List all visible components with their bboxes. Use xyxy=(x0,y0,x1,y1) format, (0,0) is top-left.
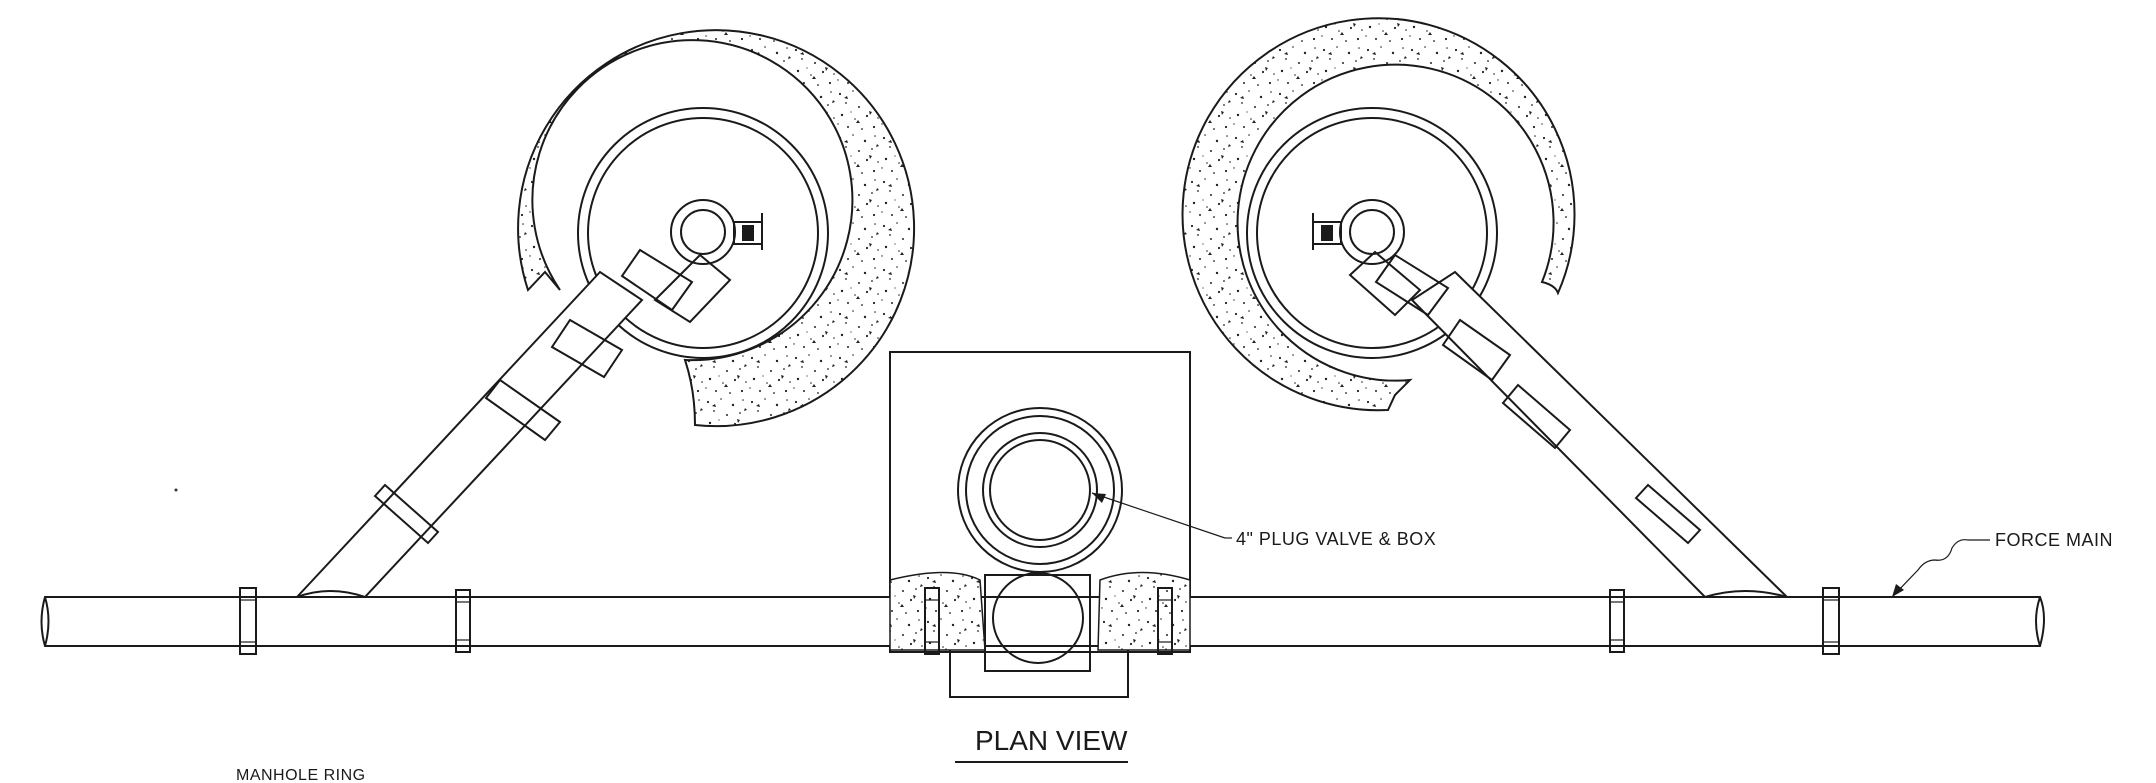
right-lateral-coupling-2 xyxy=(1501,383,1572,450)
pipe-coupling-5 xyxy=(1609,589,1625,653)
valve-box-riser xyxy=(957,407,1123,573)
right-manhole-valve xyxy=(1312,199,1405,265)
right-lateral-pipe xyxy=(1348,250,1790,598)
valve-box-concrete-lower xyxy=(889,571,1191,651)
right-lateral-fitting xyxy=(1374,253,1512,382)
stray-mark xyxy=(174,488,178,492)
left-manhole-ring xyxy=(577,107,829,359)
left-lateral-fitting xyxy=(550,248,694,379)
pipe-coupling-4 xyxy=(1157,587,1173,655)
left-manhole-valve xyxy=(670,199,763,265)
manhole-ring-label: MANHOLE RING xyxy=(236,767,366,783)
plug-valve-label: 4" PLUG VALVE & BOX xyxy=(1236,529,1436,549)
right-manhole-ring xyxy=(1246,107,1498,359)
pipe-coupling-2 xyxy=(455,589,471,653)
pipe-coupling-6 xyxy=(1822,587,1840,655)
right-manhole-concrete xyxy=(1181,17,1576,412)
pipe-coupling-3 xyxy=(924,587,940,655)
left-manhole-concrete xyxy=(517,29,916,428)
plug-valve-body xyxy=(984,572,1091,672)
plug-valve-leader xyxy=(1091,492,1232,539)
left-lateral-coupling-2 xyxy=(484,378,562,442)
force-main-leader xyxy=(1891,539,1990,598)
force-main-label: FORCE MAIN xyxy=(1995,530,2113,550)
pipe-coupling-1 xyxy=(239,587,257,655)
force-main-pipe xyxy=(40,596,2045,647)
right-lateral-coupling-1 xyxy=(1634,483,1702,545)
valve-box-concrete xyxy=(889,351,1191,653)
left-lateral-coupling-1 xyxy=(373,483,440,545)
plan-view-title: PLAN VIEW xyxy=(975,725,1128,756)
